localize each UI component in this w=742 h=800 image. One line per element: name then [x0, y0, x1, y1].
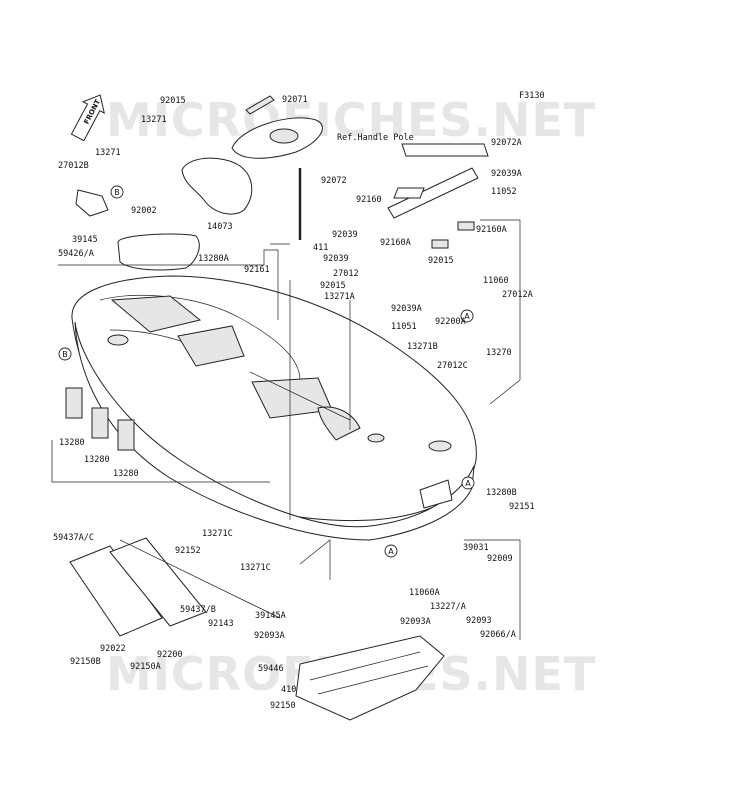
label-92039-a: 92039 [332, 230, 358, 240]
label-11051: 11051 [391, 322, 417, 332]
label-92039a-b: 92039A [391, 304, 422, 314]
leader-lines [51, 219, 521, 640]
label-92093a-b: 92093A [400, 617, 431, 627]
label-92022: 92022 [100, 644, 126, 654]
front-arrow-icon: FRONT [70, 94, 105, 142]
label-92151: 92151 [509, 502, 535, 512]
callout-a-3: A [388, 547, 394, 556]
label-92072: 92072 [321, 176, 347, 186]
label-92160a-a: 92160A [476, 225, 507, 235]
label-92015-b: 92015 [320, 281, 346, 291]
seat-14073 [181, 157, 253, 215]
label-92150a: 92150A [130, 662, 161, 672]
label-13271b: 13271B [407, 342, 438, 352]
label-59426a: 59426/A [58, 249, 94, 259]
label-13280a: 13280A [198, 254, 229, 264]
label-13271a: 13271A [324, 292, 355, 302]
label-27012c: 27012C [437, 361, 468, 371]
label-ref-handle-pole: Ref.Handle Pole [337, 133, 414, 143]
label-411: 411 [313, 243, 328, 253]
label-13227a: 13227/A [430, 602, 466, 612]
label-92009: 92009 [487, 554, 513, 564]
part-27012B [75, 189, 109, 217]
label-92015-a: 92015 [160, 96, 186, 106]
label-13271-a: 13271 [141, 115, 167, 125]
label-13280-b: 13280 [84, 455, 110, 465]
figure-code: F3130 [519, 91, 545, 101]
label-92066a: 92066/A [480, 630, 516, 640]
label-39145: 39145 [72, 235, 98, 245]
label-92002: 92002 [131, 206, 157, 216]
label-13271c-b: 13271C [240, 563, 271, 573]
label-59437b: 59437/B [180, 605, 216, 615]
part-labels: 92015 92071 13271 13271 27012B 92002 140… [53, 95, 535, 711]
block-13280-set [65, 387, 135, 451]
label-92072a: 92072A [491, 138, 522, 148]
label-13271-b: 13271 [95, 148, 121, 158]
watermark-top: MICROFICHES.NET [106, 93, 596, 147]
label-13270: 13270 [486, 348, 512, 358]
label-59437ac: 59437A/C [53, 533, 94, 543]
plate-59437 [69, 537, 207, 637]
label-27012a: 27012A [502, 290, 533, 300]
label-39145a: 39145A [255, 611, 286, 621]
callout-a-1: A [464, 312, 470, 321]
label-13280b: 13280B [486, 488, 517, 498]
hull-body [71, 275, 477, 541]
label-92093: 92093 [466, 616, 492, 626]
strap-assembly [387, 143, 489, 249]
label-11060: 11060 [483, 276, 509, 286]
label-11060a: 11060A [409, 588, 440, 598]
label-14073: 14073 [207, 222, 233, 232]
label-92150: 92150 [270, 701, 296, 711]
callout-b-1: B [114, 188, 120, 197]
label-92200: 92200 [157, 650, 183, 660]
label-13280-a: 13280 [59, 438, 85, 448]
label-13280-c: 13280 [113, 469, 139, 479]
label-92150b: 92150B [70, 657, 101, 667]
callout-a-2: A [465, 479, 471, 488]
label-92093a-a: 92093A [254, 631, 285, 641]
label-59446: 59446 [258, 664, 284, 674]
label-11052: 11052 [491, 187, 517, 197]
label-92160a-b: 92160A [380, 238, 411, 248]
label-92039a-a: 92039A [491, 169, 522, 179]
label-13271c-a: 13271C [202, 529, 233, 539]
plate-59446 [295, 635, 445, 721]
label-92039-b: 92039 [323, 254, 349, 264]
label-92143: 92143 [208, 619, 234, 629]
gasket-39145 [117, 233, 200, 271]
label-92200a: 92200A [435, 317, 466, 327]
handle-pole-assembly [231, 95, 323, 159]
label-92160: 92160 [356, 195, 382, 205]
label-92015-c: 92015 [428, 256, 454, 266]
label-27012b: 27012B [58, 161, 89, 171]
callout-b-2: B [62, 350, 68, 359]
label-92071: 92071 [282, 95, 308, 105]
label-92161: 92161 [244, 265, 270, 275]
label-39031: 39031 [463, 543, 489, 553]
label-92152: 92152 [175, 546, 201, 556]
label-410: 410 [281, 685, 296, 695]
label-27012: 27012 [333, 269, 359, 279]
